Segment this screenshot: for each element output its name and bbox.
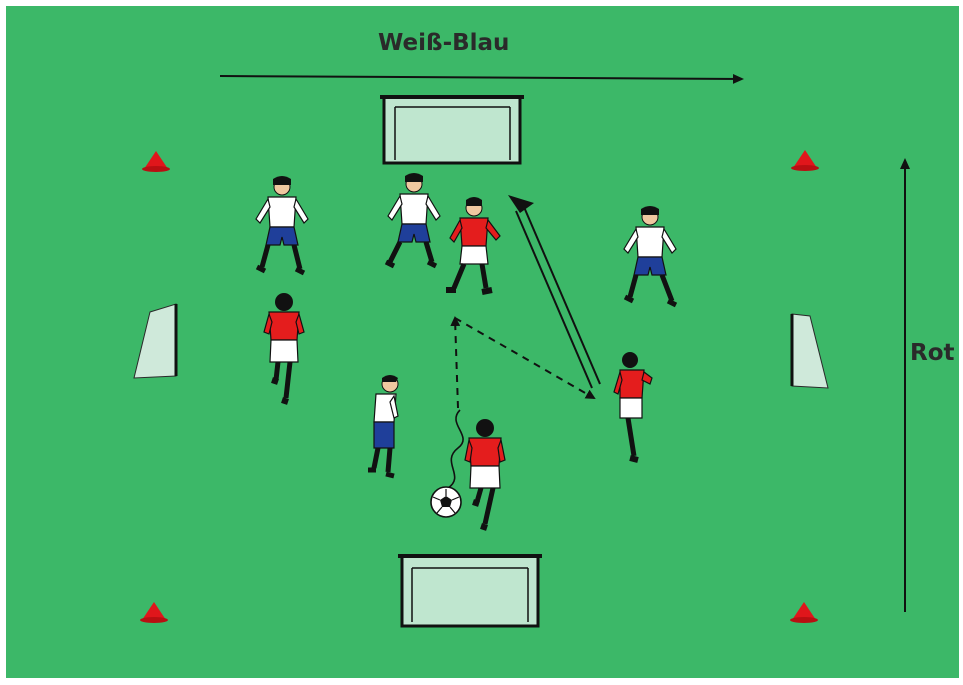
top-goal-icon <box>380 95 524 165</box>
left-mini-goal-icon <box>133 303 178 379</box>
player-figure-icon <box>255 176 309 276</box>
direction-label-right: Rot <box>910 340 955 366</box>
player-figure-icon <box>384 173 441 269</box>
direction-label-top: Weiß-Blau <box>378 30 510 56</box>
player-figure-icon <box>263 293 305 405</box>
pass-arrow-dashed <box>454 317 596 399</box>
player-figure-icon <box>446 197 501 295</box>
shot-arrow <box>508 195 601 389</box>
dribble-path <box>447 409 464 489</box>
cone-icon <box>142 151 170 172</box>
right-mini-goal-icon <box>790 313 829 389</box>
player-figure-icon <box>368 375 399 479</box>
soccer-ball-icon <box>430 486 462 518</box>
player-figure-icon <box>464 419 506 531</box>
player-figure-icon <box>623 206 678 308</box>
cone-icon <box>791 150 819 171</box>
direction-arrow-top <box>219 73 744 84</box>
player-figure-icon <box>613 352 653 463</box>
cone-icon <box>140 602 168 623</box>
run-arrow-dashed <box>450 316 461 409</box>
bottom-goal-icon <box>398 554 542 628</box>
cone-icon <box>790 602 818 623</box>
